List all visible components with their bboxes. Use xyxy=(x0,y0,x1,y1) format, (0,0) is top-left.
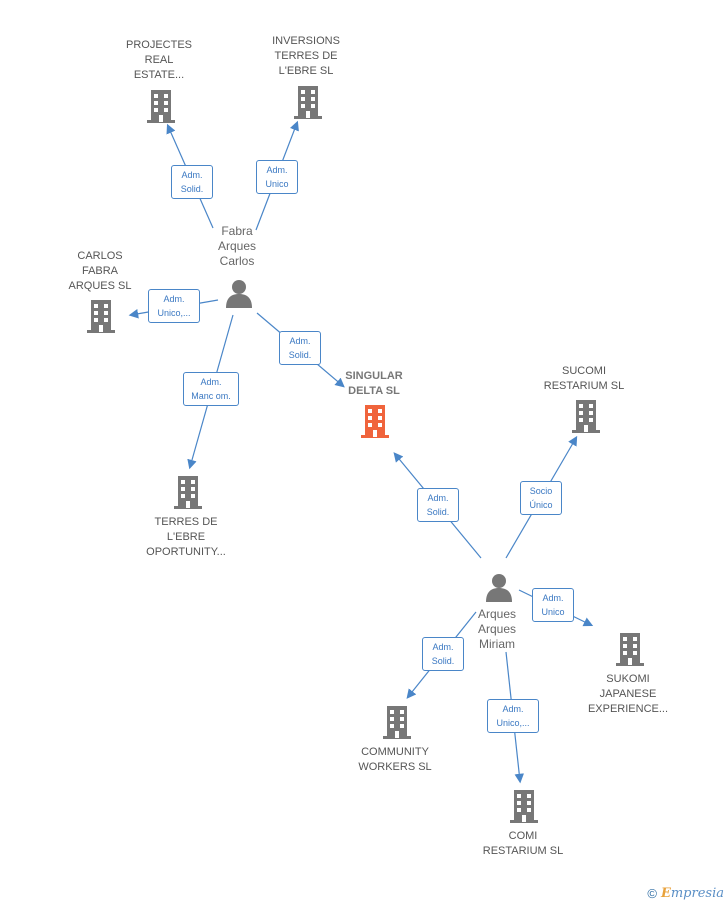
edge-label-fabra-projectes[interactable]: Adm. Solid. xyxy=(171,165,213,199)
edge-label-fabra-terres[interactable]: Adm. Manc om. xyxy=(183,372,239,406)
edge-label-fabra-inversions[interactable]: Adm. Unico xyxy=(256,160,298,194)
edge-label-miriam-sukomi[interactable]: Adm. Unico xyxy=(532,588,574,622)
edge-label-miriam-singular[interactable]: Adm. Solid. xyxy=(417,488,459,522)
building-icon[interactable] xyxy=(293,84,323,120)
company-label-sukomi[interactable]: SUKOMI JAPANESE EXPERIENCE... xyxy=(587,673,669,715)
edge-label-miriam-community[interactable]: Adm. Solid. xyxy=(422,637,464,671)
edge-label-miriam-comi[interactable]: Adm. Unico,... xyxy=(487,699,539,733)
edge-label-fabra-singular[interactable]: Adm. Solid. xyxy=(279,331,321,365)
company-label-carlos[interactable]: CARLOS FABRA ARQUES SL xyxy=(68,250,132,292)
edge-label-fabra-carlos[interactable]: Adm. Unico,... xyxy=(148,289,200,323)
building-icon[interactable] xyxy=(509,788,539,824)
building-icon[interactable] xyxy=(382,704,412,740)
company-label-sucomi[interactable]: SUCOMI RESTARIUM SL xyxy=(543,365,625,392)
building-icon[interactable] xyxy=(173,474,203,510)
person-label-fabra[interactable]: Fabra Arques Carlos xyxy=(217,224,257,268)
company-label-comi[interactable]: COMI RESTARIUM SL xyxy=(482,830,564,857)
company-label-singular[interactable]: SINGULAR DELTA SL xyxy=(345,370,403,397)
copyright-icon: © xyxy=(647,886,657,901)
person-label-miriam[interactable]: Arques Arques Miriam xyxy=(477,607,517,651)
footer-brand: © Empresia xyxy=(647,886,724,901)
building-icon[interactable] xyxy=(615,631,645,667)
person-icon[interactable] xyxy=(224,278,254,308)
company-label-community[interactable]: COMMUNITY WORKERS SL xyxy=(358,746,432,773)
person-icon[interactable] xyxy=(484,572,514,602)
company-label-projectes[interactable]: PROJECTES REAL ESTATE... xyxy=(125,39,192,81)
empresia-logo: Empresia xyxy=(660,886,724,901)
company-label-terres[interactable]: TERRES DE L'EBRE OPORTUNITY... xyxy=(146,516,226,558)
building-icon[interactable] xyxy=(146,88,176,124)
company-label-inversions[interactable]: INVERSIONS TERRES DE L'EBRE SL xyxy=(272,35,340,77)
building-icon[interactable] xyxy=(571,398,601,434)
building-icon[interactable] xyxy=(86,298,116,334)
main-building-icon[interactable] xyxy=(360,403,390,439)
edge-label-miriam-sucomi[interactable]: Socio Único xyxy=(520,481,562,515)
